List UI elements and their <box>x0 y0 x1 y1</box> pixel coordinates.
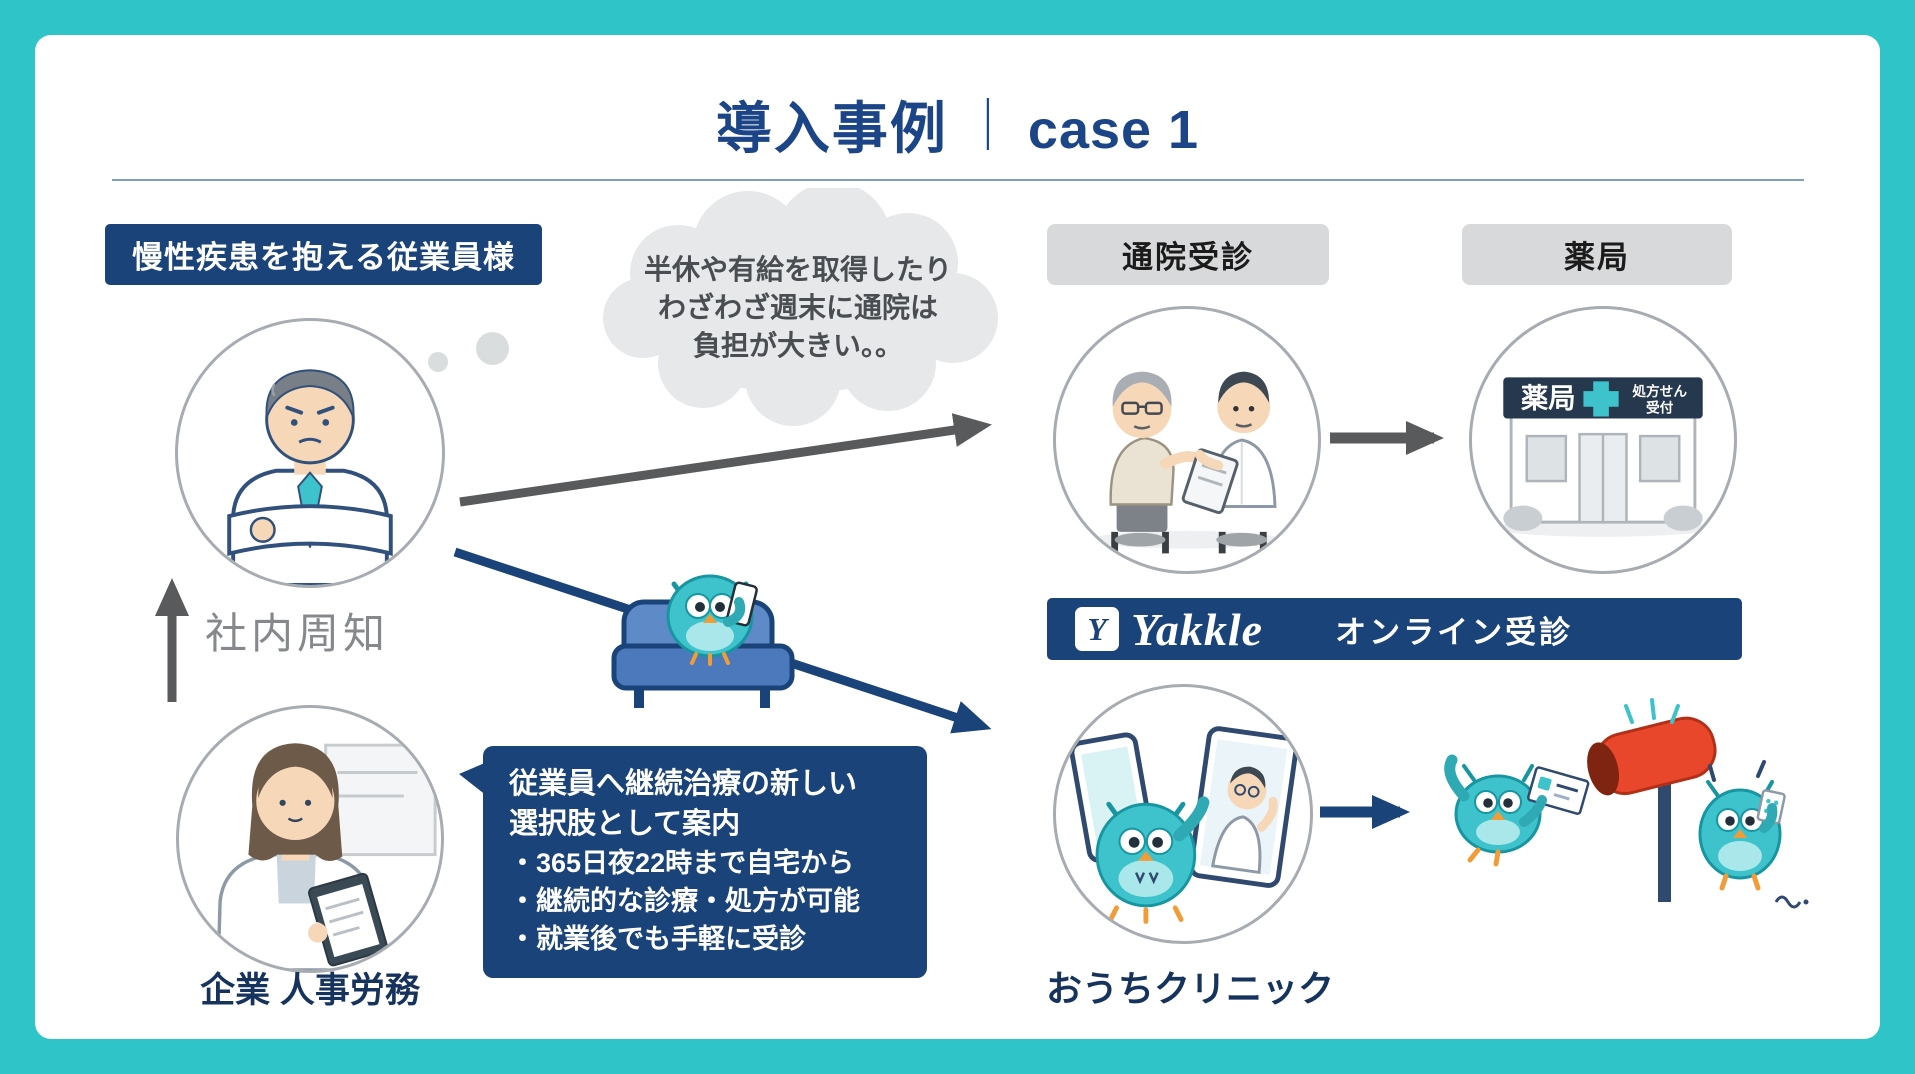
thought-line: わざわざ週末に通院は <box>657 292 938 323</box>
sparkle-icon <box>1708 760 1766 782</box>
yakkle-wordmark: Yakkle <box>1131 603 1264 655</box>
tablet-doctor <box>1188 726 1299 888</box>
whiteboard <box>324 743 437 857</box>
doctor <box>1181 371 1277 554</box>
bubble-title-line: 従業員へ継続治療の新しい <box>509 768 858 800</box>
video-call-avatar <box>1053 684 1313 944</box>
pharmacy-cross-icon <box>1583 381 1619 417</box>
bubble-point: ・365日夜22時まで自宅から <box>509 848 855 878</box>
pharmacy-sign-text: 薬局 <box>1521 383 1576 414</box>
hospital-badge: 通院受診 <box>1047 224 1329 285</box>
internal-announcement-label: 社内周知 <box>205 610 390 657</box>
owl-caller <box>1095 796 1210 924</box>
glasses-icon <box>1121 401 1140 415</box>
speech-bubble-tail <box>459 762 487 796</box>
pharmacy-illustration: 薬局 処方せん 受付 <box>1493 377 1713 537</box>
hr-avatar <box>176 705 444 973</box>
thought-line: 半休や有給を取得したり <box>643 254 952 285</box>
bush <box>1503 505 1543 531</box>
couch-owl-scene <box>610 550 815 722</box>
bubble-title-line: 選択肢として案内 <box>509 808 741 840</box>
thought-text: 半休や有給を取得したり わざわざ週末に通院は 負担が大きい。。 <box>588 188 1008 428</box>
owl-with-card <box>1444 754 1590 867</box>
title-main: 導入事例 <box>715 97 948 160</box>
home-clinic-label: おうちクリニック <box>1045 968 1334 1009</box>
motion-squiggle <box>1774 895 1802 909</box>
prescription-text-line1: 処方せん <box>1631 383 1687 399</box>
pharmacy-avatar: 薬局 処方せん 受付 <box>1469 306 1737 574</box>
online-consult-label: オンライン受診 <box>1335 614 1574 650</box>
header-divider <box>112 179 1804 181</box>
hr-label: 企業 人事労務 <box>200 971 420 1010</box>
window <box>1638 434 1681 483</box>
delivery-scene <box>1420 696 1812 921</box>
page-title: 導入事例｜case 1 <box>0 84 1915 165</box>
bush <box>1663 505 1703 531</box>
thought-dot-small <box>428 352 448 372</box>
bubble-point: ・就業後でも手軽に受診 <box>509 924 806 954</box>
pharmacy-badge: 薬局 <box>1462 224 1732 285</box>
title-case: case 1 <box>1027 100 1200 160</box>
thought-line: 負担が大きい。。 <box>692 330 903 361</box>
prescription-text-line2: 受付 <box>1646 400 1674 416</box>
glasses-icon <box>1234 783 1246 796</box>
mailbox <box>1587 698 1717 902</box>
employee-illustration <box>227 369 393 585</box>
sparkle-icon <box>1624 698 1680 724</box>
cloud-shape <box>603 188 998 426</box>
yakkle-banner: Y Yakkle オンライン受診 <box>1047 598 1742 660</box>
thought-cloud: 半休や有給を取得したり わざわざ週末に通院は 負担が大きい。。 <box>588 188 1008 428</box>
hr-illustration <box>216 743 437 970</box>
bubble-point: ・継続的な診療・処方が可能 <box>509 886 860 916</box>
patient <box>1109 371 1201 554</box>
yakkle-logo: Y <box>1075 607 1119 651</box>
employee-avatar <box>175 318 445 588</box>
doctor-patient-illustration <box>1091 371 1283 554</box>
video-call-illustration <box>1069 726 1299 924</box>
clipboard-icon <box>308 872 389 967</box>
hr-speech-bubble: 従業員へ継続治療の新しい 選択肢として案内 ・365日夜22時まで自宅から ・継… <box>459 746 927 978</box>
hospital-visit-avatar <box>1053 306 1321 574</box>
chart-clipboard-icon <box>1181 448 1239 514</box>
owl-with-medicine <box>1698 760 1809 909</box>
employee-badge: 慢性疾患を抱える従業員様 <box>105 224 542 285</box>
title-separator: ｜ <box>961 98 1014 156</box>
window <box>1525 434 1568 483</box>
yakkle-logo-initial: Y <box>1087 610 1107 647</box>
thought-dot-large <box>476 332 509 365</box>
